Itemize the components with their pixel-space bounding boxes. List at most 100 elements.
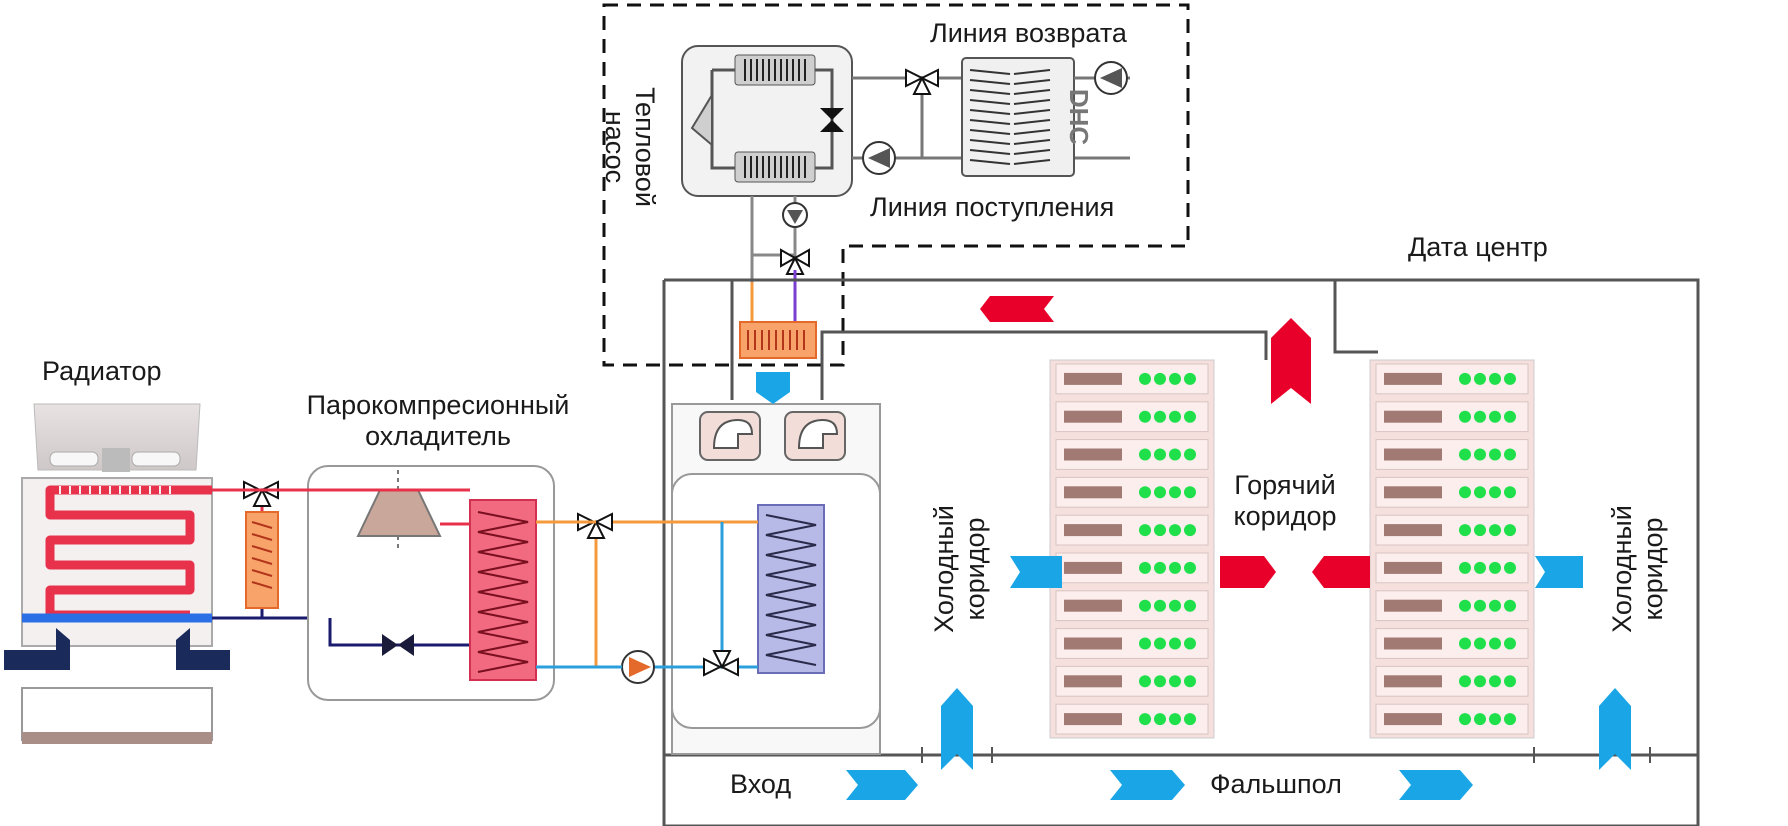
status-led	[1169, 372, 1181, 385]
status-led	[1474, 637, 1486, 650]
status-led	[1474, 448, 1486, 461]
drive-slot	[1384, 524, 1442, 537]
status-led	[1504, 599, 1516, 612]
return-line-label: Линия возврата	[930, 18, 1127, 48]
status-led	[1154, 637, 1166, 650]
cold-air-arrow	[1599, 688, 1631, 770]
status-led	[1474, 713, 1486, 726]
status-led	[1169, 524, 1181, 537]
drive-slot	[1064, 675, 1122, 688]
three-way-valve-icon	[577, 512, 613, 539]
server-unit	[1375, 552, 1529, 584]
pump-icon	[862, 141, 896, 175]
status-led	[1459, 675, 1471, 688]
status-led	[1489, 524, 1501, 537]
status-led	[1184, 448, 1196, 461]
data-center-room	[662, 278, 1700, 826]
status-led	[1504, 637, 1516, 650]
drive-slot	[1064, 372, 1122, 385]
drive-slot	[1064, 486, 1122, 499]
status-led	[1184, 675, 1196, 688]
status-led	[1139, 410, 1151, 423]
cold-air-arrow	[1010, 556, 1062, 588]
status-led	[1459, 448, 1471, 461]
hot-air-arrow	[1312, 556, 1370, 588]
hot-air-arrow	[1271, 318, 1311, 404]
status-led	[1139, 713, 1151, 726]
status-led	[1459, 372, 1471, 385]
status-led	[1489, 410, 1501, 423]
inlet-label: Вход	[730, 769, 792, 799]
status-led	[1169, 599, 1181, 612]
dhc-exchanger	[961, 57, 1075, 177]
drive-slot	[1384, 372, 1442, 385]
drive-slot	[1384, 599, 1442, 612]
three-way-valve-icon	[703, 650, 739, 677]
status-led	[1139, 448, 1151, 461]
cold-air-arrow	[846, 770, 918, 800]
status-led	[1139, 561, 1151, 574]
status-led	[1139, 637, 1151, 650]
three-way-valve-icon	[905, 68, 939, 95]
status-led	[1184, 372, 1196, 385]
status-led	[1169, 486, 1181, 499]
status-led	[1489, 675, 1501, 688]
rack-right	[1369, 359, 1535, 739]
cold-air-arrow	[941, 688, 973, 770]
status-led	[1139, 486, 1151, 499]
status-led	[1184, 599, 1196, 612]
status-led	[1169, 637, 1181, 650]
status-led	[1139, 524, 1151, 537]
heat-pump-boundary	[602, 3, 1190, 367]
status-led	[1169, 410, 1181, 423]
drive-slot	[1384, 561, 1442, 574]
status-led	[1184, 713, 1196, 726]
hot-air-arrow	[1220, 556, 1276, 588]
status-led	[1489, 561, 1501, 574]
status-led	[1474, 410, 1486, 423]
fan-icon	[712, 418, 754, 449]
status-led	[1504, 561, 1516, 574]
status-led	[1154, 524, 1166, 537]
status-led	[1489, 486, 1501, 499]
fan-icon	[797, 418, 839, 449]
status-led	[1184, 524, 1196, 537]
drive-slot	[1384, 713, 1442, 726]
expansion-valve-icon	[820, 108, 844, 132]
status-led	[1154, 448, 1166, 461]
status-led	[1504, 448, 1516, 461]
status-led	[1154, 675, 1166, 688]
status-led	[1184, 637, 1196, 650]
status-led	[1504, 372, 1516, 385]
status-led	[1154, 486, 1166, 499]
drive-slot	[1064, 410, 1122, 423]
drive-slot	[1384, 410, 1442, 423]
expansion-valve-icon	[382, 634, 414, 656]
cold-air-arrow	[1399, 770, 1473, 800]
status-led	[1459, 410, 1471, 423]
status-led	[1474, 561, 1486, 574]
status-led	[1489, 599, 1501, 612]
status-led	[1154, 410, 1166, 423]
drive-slot	[1064, 448, 1122, 461]
status-led	[1489, 448, 1501, 461]
drive-slot	[1064, 599, 1122, 612]
status-led	[1139, 599, 1151, 612]
data-center-label: Дата центр	[1408, 232, 1548, 262]
status-led	[1169, 713, 1181, 726]
status-led	[1474, 372, 1486, 385]
drive-slot	[1064, 524, 1122, 537]
drive-slot	[1064, 637, 1122, 650]
status-led	[1184, 486, 1196, 499]
status-led	[1169, 561, 1181, 574]
cold-air-arrow	[756, 372, 790, 404]
pump-icon	[621, 650, 655, 684]
status-led	[1489, 372, 1501, 385]
cold-air-inlet-arrow	[176, 628, 230, 670]
pump-icon	[1094, 61, 1128, 95]
status-led	[1459, 486, 1471, 499]
status-led	[1489, 713, 1501, 726]
status-led	[1459, 524, 1471, 537]
